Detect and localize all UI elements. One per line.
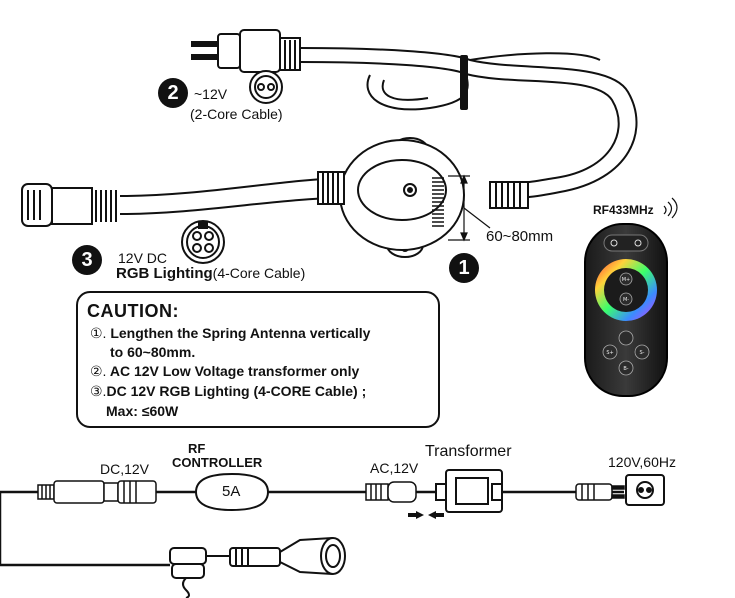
rgb-lighting-bold: RGB Lighting bbox=[116, 265, 213, 282]
mains-voltage-label: 120V,60Hz bbox=[608, 454, 676, 470]
caution-title: CAUTION: bbox=[87, 301, 179, 321]
rf-label: RF bbox=[188, 441, 206, 456]
rf-controller-puck bbox=[339, 137, 465, 258]
transformer-box bbox=[435, 469, 503, 513]
two-core-cable-label: (2-Core Cable) bbox=[190, 106, 283, 122]
power-cable-loop bbox=[299, 47, 638, 199]
lighting-connector bbox=[21, 183, 117, 227]
spring-antenna bbox=[432, 177, 444, 227]
wall-outlet bbox=[625, 474, 665, 506]
caution-item-1-cont: to 60~80mm. bbox=[110, 344, 196, 360]
rf-remote-control bbox=[584, 223, 668, 397]
puck-right-ridges bbox=[489, 181, 529, 209]
badge-lighting-cable: 3 bbox=[72, 245, 102, 275]
dc-voltage-label: 12V DC bbox=[118, 250, 168, 266]
caution-item-2: ②. AC 12V Low Voltage transformer only bbox=[90, 363, 360, 379]
remote-button-label: S- bbox=[640, 350, 645, 356]
rf-signal-icon bbox=[663, 197, 678, 219]
remote-button-label: M+ bbox=[622, 277, 631, 283]
remote-button-label: B- bbox=[623, 366, 628, 372]
transformer-label: Transformer bbox=[425, 443, 512, 460]
caution-item-1: ①. Lengthen the Spring Antenna verticall… bbox=[90, 325, 371, 341]
light-fixture bbox=[169, 536, 346, 598]
fuse-holder bbox=[194, 472, 270, 512]
dc-12v-label: DC,12V bbox=[100, 461, 150, 477]
transformer-arrows bbox=[408, 511, 444, 519]
caution-item-3-cont: Max: ≤60W bbox=[106, 403, 179, 419]
lighting-cable bbox=[119, 177, 343, 215]
puck-left-ridges bbox=[317, 171, 345, 205]
two-core-end-view bbox=[249, 70, 283, 104]
wiring-line bbox=[0, 490, 624, 567]
four-core-end-view bbox=[181, 220, 225, 264]
cable-tie bbox=[460, 55, 468, 110]
ac-connector bbox=[365, 481, 417, 503]
caution-item-3: ③.DC 12V RGB Lighting (4-CORE Cable) ; bbox=[90, 383, 367, 399]
remote-button-label: S+ bbox=[606, 350, 613, 356]
four-core-cable-label: (4-Core Cable) bbox=[212, 265, 306, 281]
ac-voltage-label: ~12V bbox=[194, 86, 228, 102]
antenna-length-label: 60~80mm bbox=[486, 228, 554, 245]
two-pin-plug bbox=[191, 29, 301, 73]
dc-connector bbox=[37, 480, 157, 504]
ac-12v-label: AC,12V bbox=[370, 460, 419, 476]
mains-plug bbox=[575, 483, 625, 501]
controller-label: CONTROLLER bbox=[172, 455, 263, 470]
caution-box: CAUTION: ①. Lengthen the Spring Antenna … bbox=[76, 291, 440, 428]
badge-antenna: 1 bbox=[449, 253, 479, 283]
badge-power-cable: 2 bbox=[158, 78, 188, 108]
remote-button-label: M- bbox=[623, 297, 629, 303]
antenna-dimension bbox=[448, 174, 491, 242]
remote-frequency-label: RF433MHz bbox=[593, 203, 654, 217]
fuse-label: 5A bbox=[222, 483, 241, 500]
rgb-lighting-label: RGB Lighting(4-Core Cable) bbox=[116, 266, 305, 281]
